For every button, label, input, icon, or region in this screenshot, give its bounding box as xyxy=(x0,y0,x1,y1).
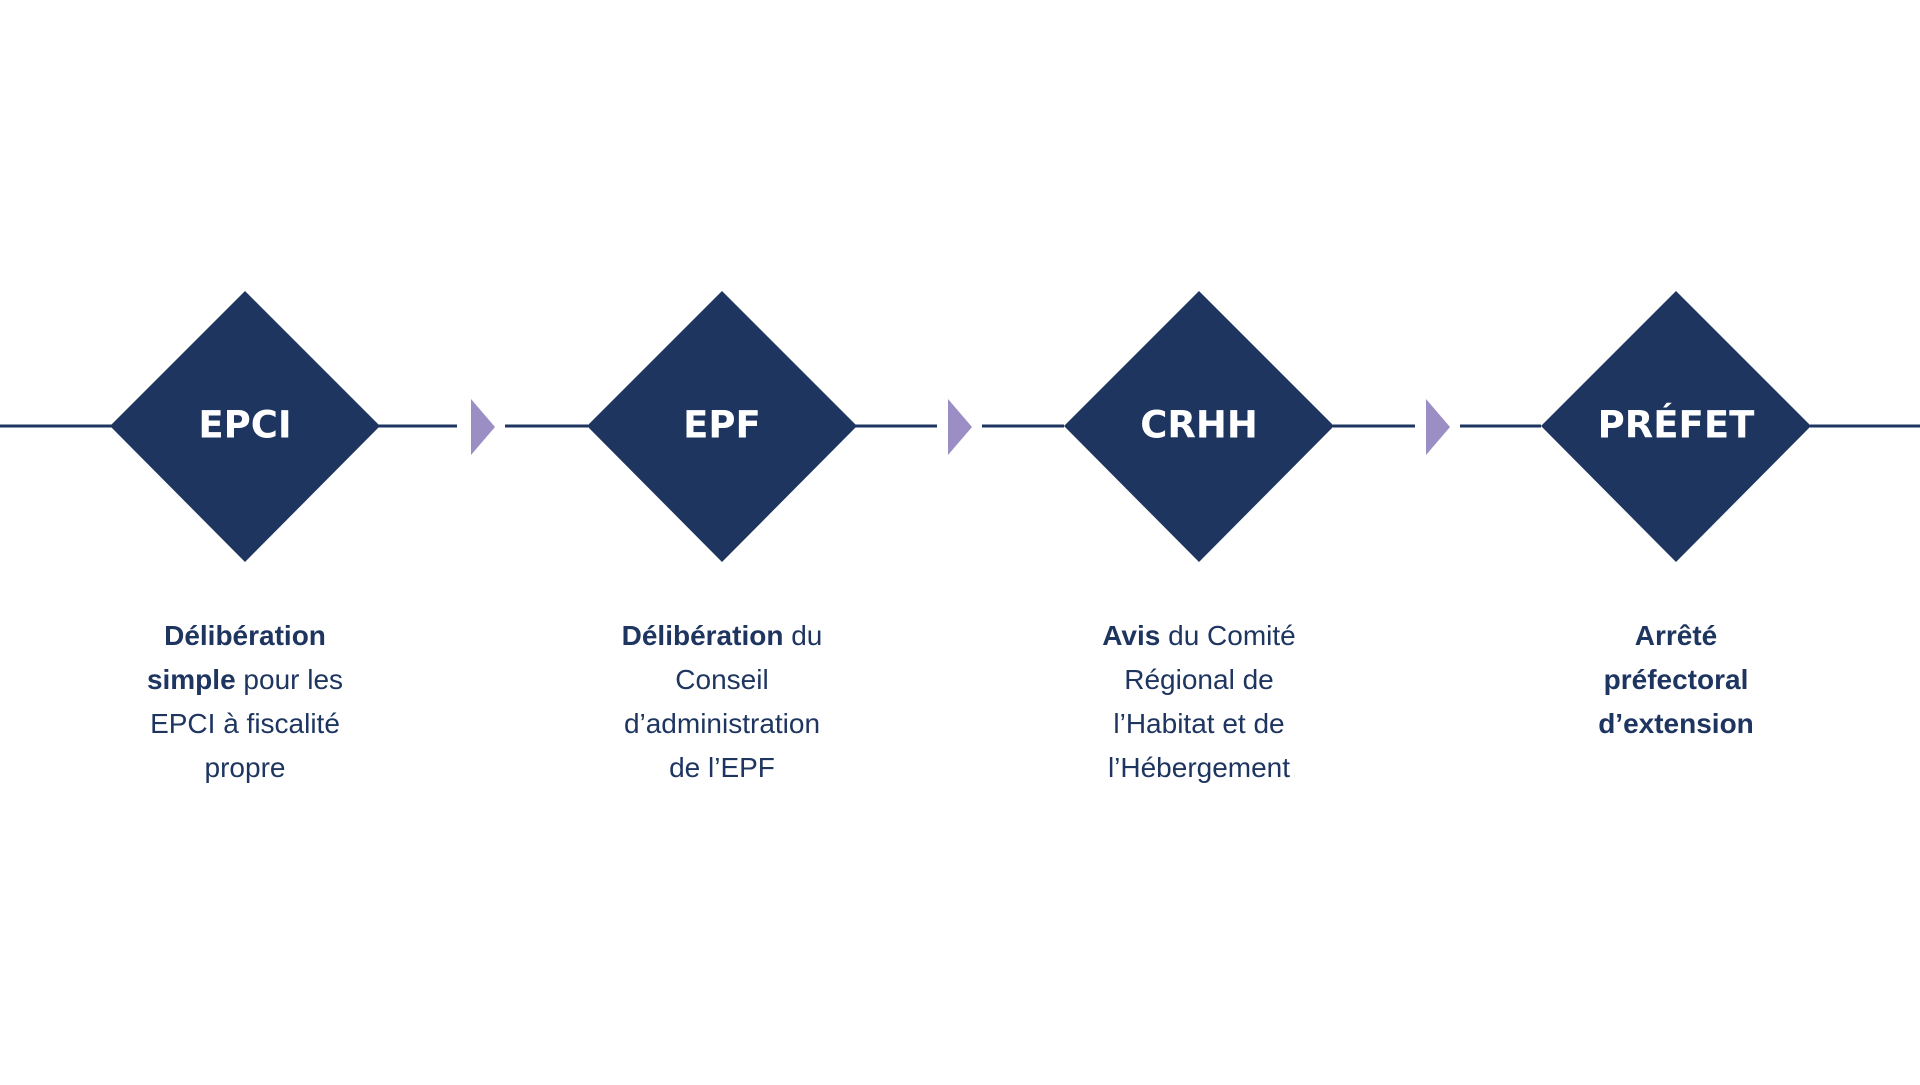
caption-text: EPCI à fiscalité xyxy=(150,708,340,739)
caption-text: Conseil xyxy=(675,664,769,695)
arrow-icon-1 xyxy=(471,399,495,455)
caption-bold-text: préfectoral xyxy=(1603,664,1749,695)
caption-text: d’administration xyxy=(623,708,821,739)
step-label-epf: EPF xyxy=(683,404,761,447)
step-diamond-epf xyxy=(587,291,857,562)
caption-bold-text: d’extension xyxy=(1598,708,1754,739)
caption-text: du xyxy=(783,620,823,651)
caption-text: pour les xyxy=(235,664,344,695)
step-diamond-epci xyxy=(110,291,380,562)
step-label-crhh: CRHH xyxy=(1140,404,1258,447)
caption-text: l’Hébergement xyxy=(1107,752,1291,783)
caption-bold-text: Avis xyxy=(1102,620,1161,651)
arrow-icon-2 xyxy=(948,399,972,455)
caption-bold-text: Délibération xyxy=(621,620,784,651)
caption-text: de l’EPF xyxy=(669,752,775,783)
step-label-prefet: PRÉFET xyxy=(1598,403,1755,447)
step-caption-prefet: Arrêté préfectoral d’extension xyxy=(1526,614,1826,746)
caption-text: du Comité xyxy=(1160,620,1296,651)
caption-text: Régional de xyxy=(1124,664,1274,695)
caption-bold-text: simple xyxy=(146,664,236,695)
step-diamond-prefet xyxy=(1541,291,1811,562)
caption-bold-text: Délibération xyxy=(164,620,326,651)
caption-text: l’Habitat et de xyxy=(1113,708,1285,739)
step-label-epci: EPCI xyxy=(198,404,291,447)
step-diamond-crhh xyxy=(1064,291,1334,562)
caption-text: propre xyxy=(204,752,286,783)
caption-bold-text: Arrêté xyxy=(1634,620,1718,651)
arrow-icon-3 xyxy=(1426,399,1450,455)
